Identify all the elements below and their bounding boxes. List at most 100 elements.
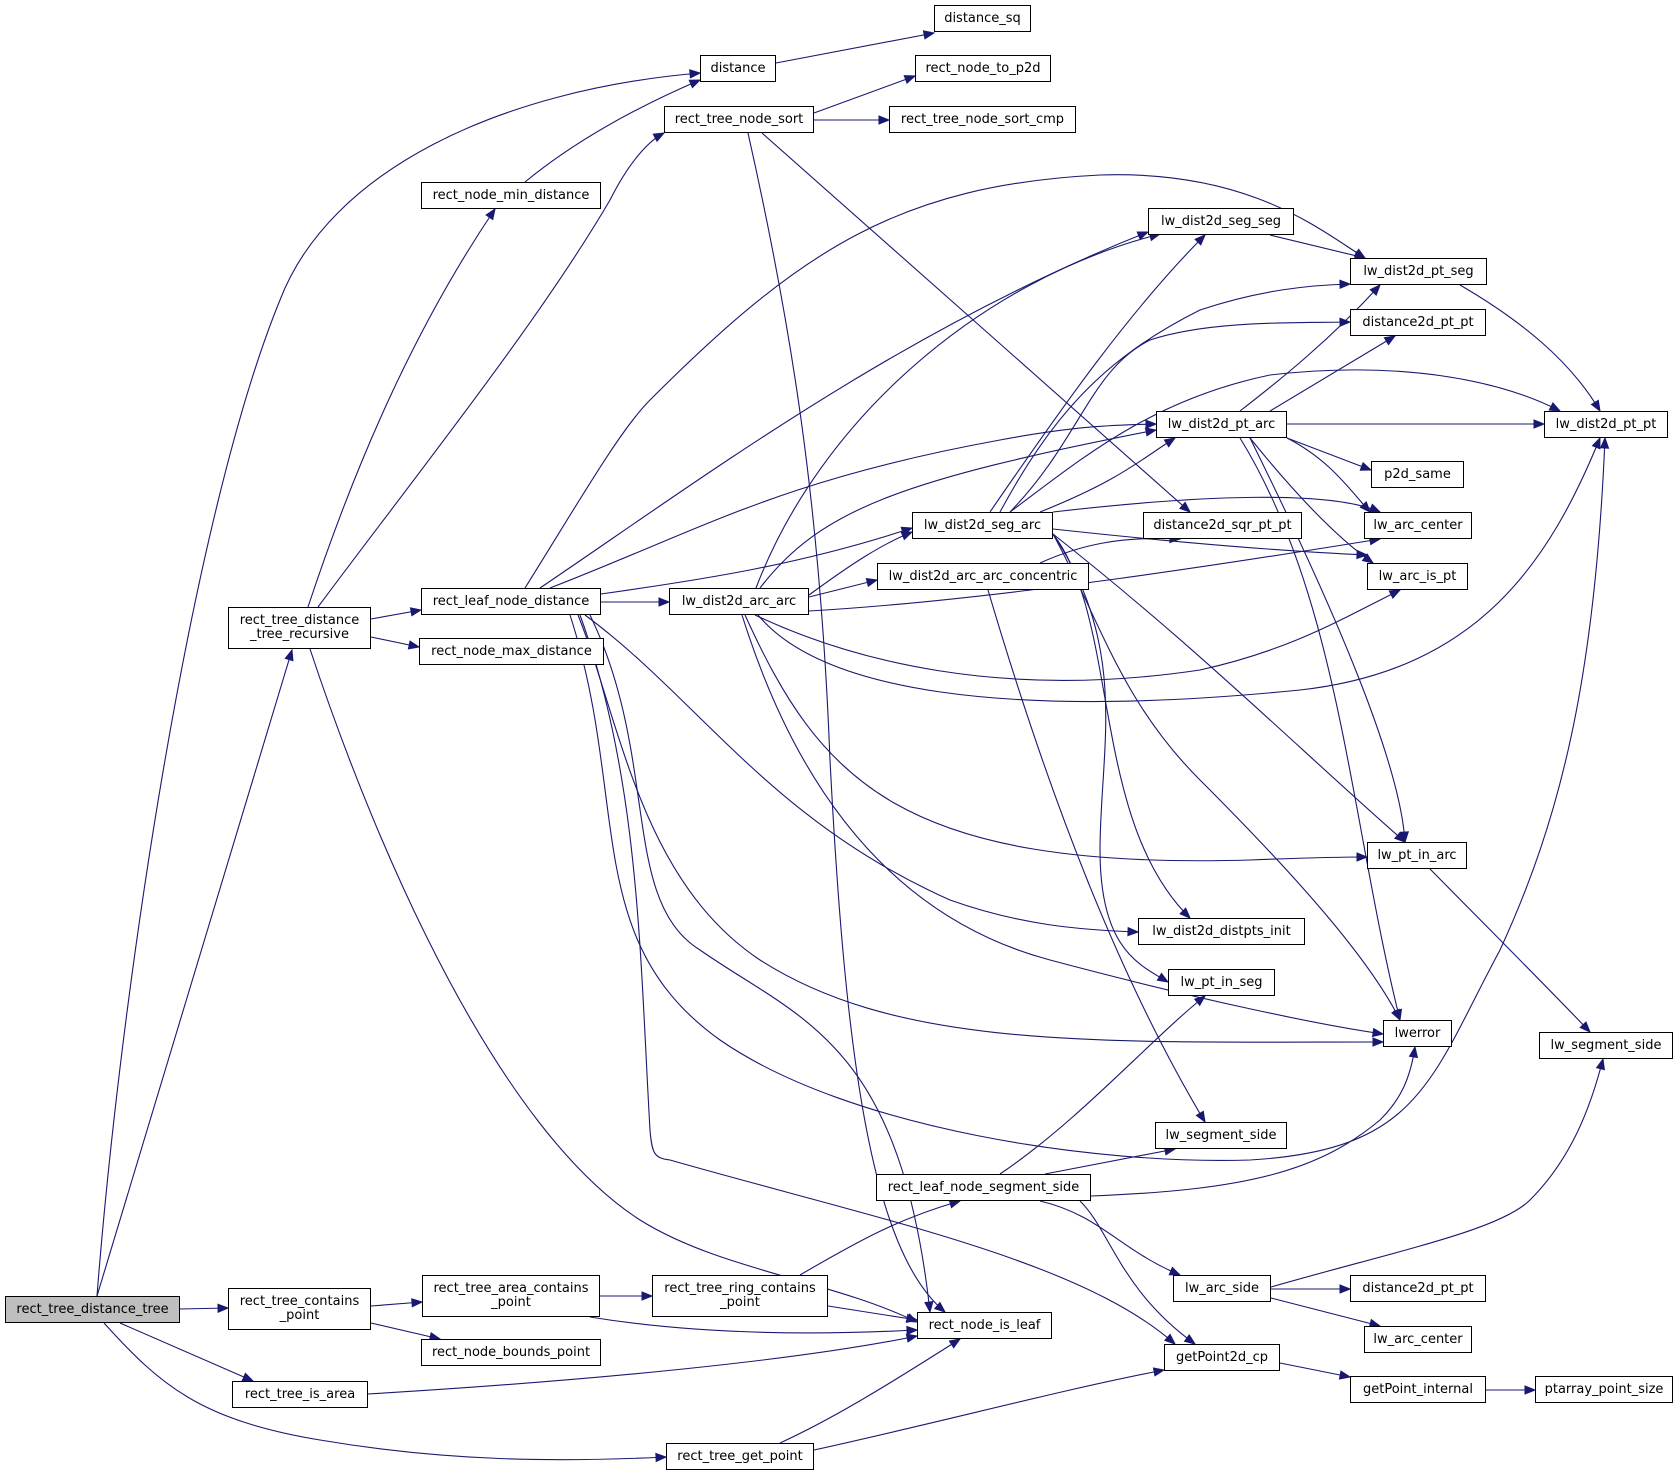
edge-concentric-distance2d-sqr-pt-pt xyxy=(1039,537,1181,564)
edge-pt-in-arc-segment-side xyxy=(1429,868,1591,1033)
node-lw-segment-side[interactable]: lw_segment_side xyxy=(1155,1122,1287,1149)
edge-rect_tree_distance_tree-get-point xyxy=(103,1322,667,1461)
node-lw-segment-side-right[interactable]: lw_segment_side xyxy=(1539,1032,1673,1059)
node-rect-tree-node-sort-cmp[interactable]: rect_tree_node_sort_cmp xyxy=(889,106,1076,133)
arrowhead-rect_tree_distance_tree-distance xyxy=(689,69,702,79)
edge-seg-arc-pt-seg xyxy=(999,283,1351,513)
arrowhead-seg-arc-pt-seg xyxy=(1339,279,1352,290)
node-rect-node-min-distance[interactable]: rect_node_min_distance xyxy=(421,182,601,209)
edge-seg-arc-seg-seg xyxy=(989,234,1206,513)
arrowhead-arc-arc-seg-arc xyxy=(900,531,914,541)
arrowhead-ring-contains-rect-node-is-leaf xyxy=(905,1313,919,1324)
node-getpoint-internal[interactable]: getPoint_internal xyxy=(1350,1376,1486,1403)
edge-get-point-rect-node-is-leaf xyxy=(779,1338,961,1444)
arrowhead-arc-side-distance2d-pt-pt xyxy=(1339,1284,1352,1294)
edge-node-sort-rect-node-is-leaf xyxy=(747,132,946,1313)
node-lw-pt-in-seg[interactable]: lw_pt_in_seg xyxy=(1168,969,1275,996)
edge-distance-distance-sq xyxy=(775,32,935,64)
arrowhead-rect_tree_distance_tree-recursive xyxy=(284,648,294,662)
arrowhead-seg-arc-distpts-init xyxy=(1179,907,1191,919)
arrowhead-node-sort-rect-node-is-leaf xyxy=(933,1301,947,1313)
arrowhead-getpoint2d-getpoint-internal xyxy=(1338,1370,1352,1380)
node-rect-leaf-node-segment-side[interactable]: rect_leaf_node_segment_side xyxy=(876,1174,1091,1201)
node-p2d-same[interactable]: p2d_same xyxy=(1371,461,1464,488)
arrowhead-node-sort-rect-node-to-p2d xyxy=(903,75,917,85)
node-rect-tree-get-point[interactable]: rect_tree_get_point xyxy=(666,1443,814,1470)
node-rect-tree-distance-tree[interactable]: rect_tree_distance_tree xyxy=(5,1296,180,1323)
edge-seg-side-node-lw-pt-in-seg xyxy=(999,995,1206,1175)
arrowhead-arc-side-segment-side xyxy=(1595,1057,1605,1071)
node-rect-tree-node-sort[interactable]: rect_tree_node_sort xyxy=(664,106,814,133)
node-lw-arc-center[interactable]: lw_arc_center xyxy=(1364,512,1472,539)
arrowhead-pt-arc-p2d-same xyxy=(1359,461,1373,471)
node-rect-tree-ring-contains-point[interactable]: rect_tree_ring_contains _point xyxy=(652,1275,828,1317)
edge-ring-contains-rect-node-is-leaf xyxy=(827,1305,918,1321)
arrowhead-leaf-dist-pt-arc xyxy=(1145,419,1158,430)
edge-seg-side-node-lw-segment-side xyxy=(1044,1148,1176,1175)
arrowhead-pt-arc-pt-seg xyxy=(1369,284,1381,296)
arrowhead-rect_tree_distance_tree-contains-point xyxy=(217,1303,230,1313)
node-rect-tree-distance-tree-recursive[interactable]: rect_tree_distance _tree_recursive xyxy=(228,607,371,649)
node-lwerror[interactable]: lwerror xyxy=(1383,1020,1452,1047)
edge-ring-contains-seg-side-node xyxy=(799,1200,961,1276)
node-rect-tree-contains-point[interactable]: rect_tree_contains _point xyxy=(228,1288,371,1330)
node-lw-arc-center-2[interactable]: lw_arc_center xyxy=(1364,1326,1472,1353)
node-getpoint2d-cp[interactable]: getPoint2d_cp xyxy=(1164,1344,1280,1371)
edge-recursive-rect-tree-node-sort xyxy=(317,132,665,608)
edge-seg-arc-lw-arc-is-pt xyxy=(1052,528,1368,556)
edge-arc-arc-pt-arc xyxy=(759,429,1157,589)
arrowhead-seg-arc-lw-dist2d-pt-pt xyxy=(1548,402,1562,412)
arrowhead-arc-arc-lw-pt-in-arc xyxy=(1356,852,1369,862)
node-rect-node-is-leaf[interactable]: rect_node_is_leaf xyxy=(917,1312,1052,1339)
node-rect-node-to-p2d[interactable]: rect_node_to_p2d xyxy=(915,55,1051,82)
arrowhead-leaf-dist-arc-arc xyxy=(658,597,671,607)
node-rect-node-max-distance[interactable]: rect_node_max_distance xyxy=(419,638,604,665)
node-lw-arc-side[interactable]: lw_arc_side xyxy=(1173,1275,1271,1302)
arrowhead-seg-arc-pt-arc xyxy=(1163,437,1177,448)
edge-seg-side-node-getpoint2d xyxy=(1079,1200,1196,1345)
node-lw-dist2d-pt-seg[interactable]: lw_dist2d_pt_seg xyxy=(1350,258,1487,285)
edge-arc-arc-concentric xyxy=(808,579,878,598)
node-lw-dist2d-seg-seg[interactable]: lw_dist2d_seg_seg xyxy=(1148,208,1294,235)
node-distance-sq[interactable]: distance_sq xyxy=(934,5,1031,32)
edge-arc-arc-seg-seg xyxy=(755,233,1161,589)
arrowhead-leaf-dist-distpts-init xyxy=(1127,926,1140,937)
edge-pt-arc-lwerror xyxy=(1239,437,1401,1021)
arrowhead-arc-arc-pt-arc xyxy=(1144,427,1158,437)
edge-rect_tree_distance_tree-recursive xyxy=(96,649,293,1297)
edge-leaf-dist-pt-arc xyxy=(549,423,1157,589)
node-lw-dist2d-arc-arc-concentric[interactable]: lw_dist2d_arc_arc_concentric xyxy=(877,563,1089,590)
node-lw-dist2d-arc-arc[interactable]: lw_dist2d_arc_arc xyxy=(669,588,809,615)
node-lw-dist2d-seg-arc[interactable]: lw_dist2d_seg_arc xyxy=(912,512,1053,539)
arrowhead-rect-node-min-distance-distance xyxy=(688,79,702,89)
edge-pt-arc-lw-arc-is-pt xyxy=(1249,437,1374,564)
arrowhead-area-contains-ring-contains xyxy=(641,1291,654,1301)
node-rect-node-bounds-point[interactable]: rect_node_bounds_point xyxy=(421,1339,601,1366)
edge-contains-point-bounds-point xyxy=(370,1322,441,1340)
edge-leaf-dist-seg-arc xyxy=(600,527,913,595)
arrowhead-seg-side-node-lw-arc-side xyxy=(1168,1266,1182,1276)
arrowhead-pt-in-arc-segment-side xyxy=(1579,1021,1591,1033)
edge-arc-arc-lwerror xyxy=(741,614,1384,1035)
arrowhead-seg-side-node-lwerror xyxy=(1408,1045,1419,1059)
arrowhead-pt-arc-lw-arc-is-pt xyxy=(1361,553,1375,564)
node-rect-tree-is-area[interactable]: rect_tree_is_area xyxy=(232,1381,368,1408)
node-distance[interactable]: distance xyxy=(700,55,776,82)
arrowhead-contains-point-area-contains xyxy=(411,1298,424,1308)
node-ptarray-point-size[interactable]: ptarray_point_size xyxy=(1535,1376,1673,1403)
node-distance2d-pt-pt-2[interactable]: distance2d_pt_pt xyxy=(1350,1275,1486,1302)
node-lw-dist2d-pt-arc[interactable]: lw_dist2d_pt_arc xyxy=(1156,411,1287,438)
node-lw-pt-in-arc[interactable]: lw_pt_in_arc xyxy=(1367,842,1467,869)
arrowhead-getpoint-internal-ptarray-point-size xyxy=(1524,1385,1537,1395)
edge-rect-node-min-distance-distance xyxy=(524,79,701,183)
node-lw-dist2d-distpts-init[interactable]: lw_dist2d_distpts_init xyxy=(1138,918,1305,945)
node-rect-leaf-node-distance[interactable]: rect_leaf_node_distance xyxy=(421,588,601,615)
node-lw-dist2d-pt-pt[interactable]: lw_dist2d_pt_pt xyxy=(1544,411,1668,438)
node-rect-tree-area-contains-point[interactable]: rect_tree_area_contains _point xyxy=(422,1275,600,1317)
edge-pt-arc-distance2d-pt-pt xyxy=(1269,335,1396,412)
node-distance2d-pt-pt[interactable]: distance2d_pt_pt xyxy=(1350,309,1486,336)
arrowhead-arc-arc-lw-dist2d-pt-pt xyxy=(1591,436,1601,450)
arrowhead-get-point-rect-node-is-leaf xyxy=(948,1338,962,1349)
node-lw-arc-is-pt[interactable]: lw_arc_is_pt xyxy=(1367,563,1468,590)
node-distance2d-sqr-pt-pt[interactable]: distance2d_sqr_pt_pt xyxy=(1143,512,1302,539)
